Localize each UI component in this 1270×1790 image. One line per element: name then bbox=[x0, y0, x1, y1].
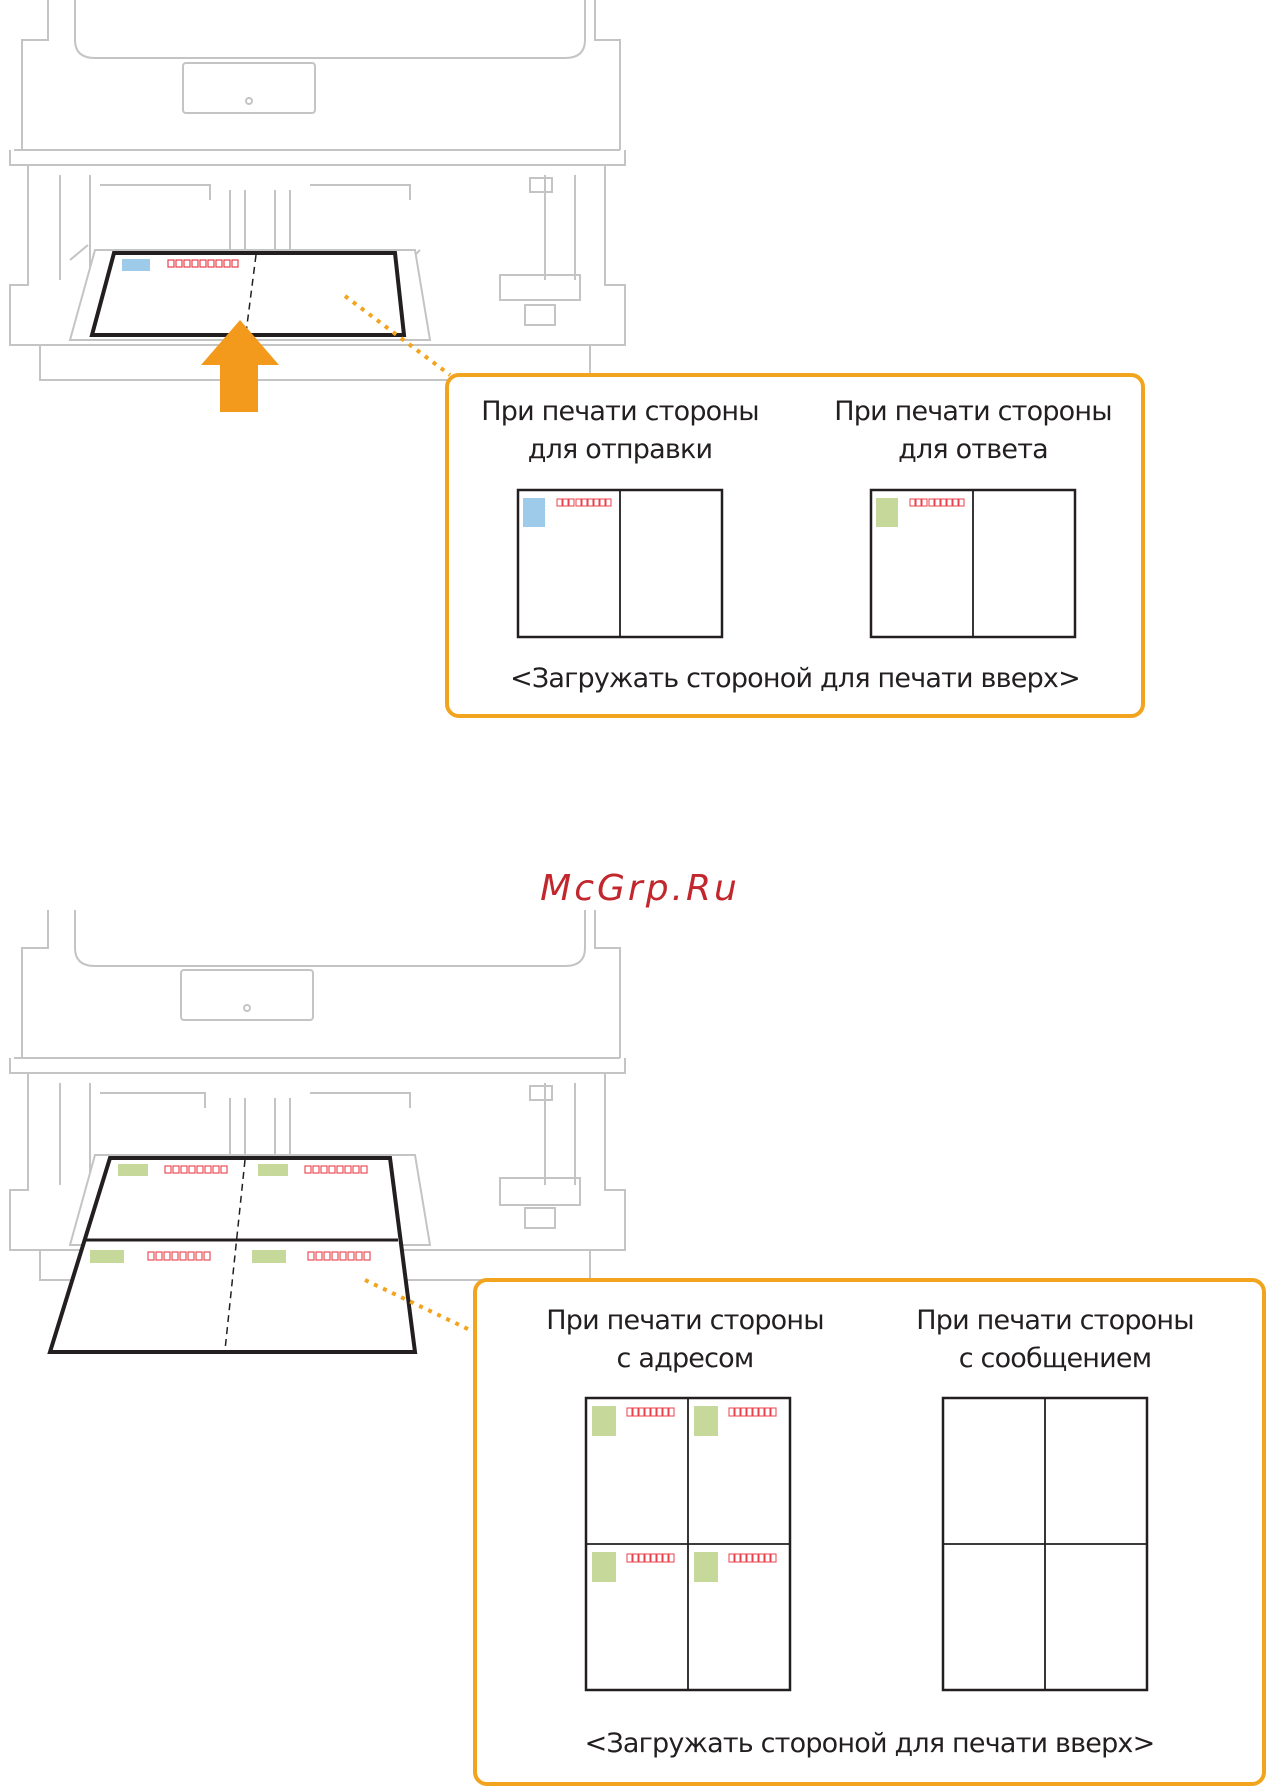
load-face-up-note-2: <Загружать стороной для печати вверх> bbox=[473, 1727, 1266, 1761]
stamp-mark bbox=[592, 1552, 616, 1582]
stamp-mark bbox=[694, 1552, 718, 1582]
stamp-mark bbox=[694, 1406, 718, 1436]
stamp-mark bbox=[592, 1406, 616, 1436]
card-message-side bbox=[943, 1398, 1147, 1690]
card-address-side bbox=[586, 1398, 790, 1690]
